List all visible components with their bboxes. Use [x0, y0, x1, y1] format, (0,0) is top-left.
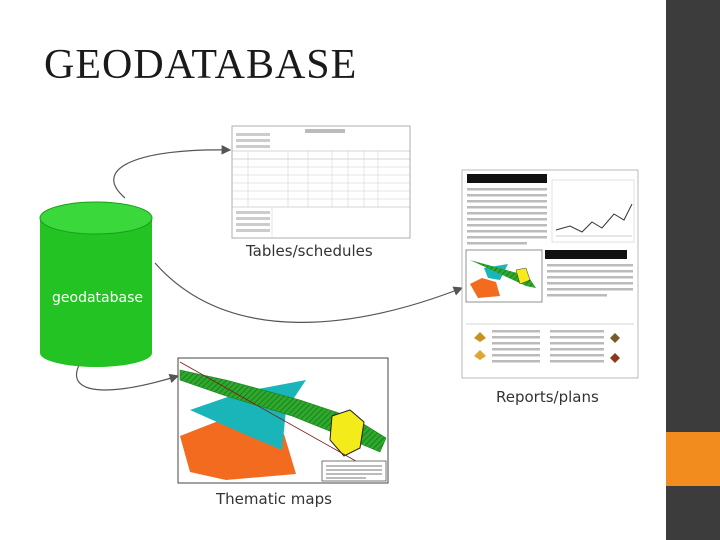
geodatabase-cylinder: geodatabase — [39, 201, 153, 367]
thematic-maps-thumbnail: Thematic maps — [177, 357, 389, 508]
thematic-maps-label: Thematic maps — [215, 490, 332, 508]
geodatabase-diagram: geodatabase — [30, 118, 640, 518]
tables-schedules-thumbnail: Tables/schedules — [231, 125, 411, 260]
orange-accent-block — [666, 432, 720, 486]
arrow-to-reports — [154, 262, 464, 323]
tables-schedules-label: Tables/schedules — [245, 242, 373, 260]
reports-plans-thumbnail: Reports/plans — [461, 169, 639, 406]
slide-title: GEODATABASE — [44, 42, 358, 88]
cylinder-label: geodatabase — [52, 290, 143, 306]
arrow-to-tables — [113, 145, 232, 199]
reports-plans-label: Reports/plans — [496, 388, 599, 406]
map-yellow-region — [329, 409, 365, 457]
